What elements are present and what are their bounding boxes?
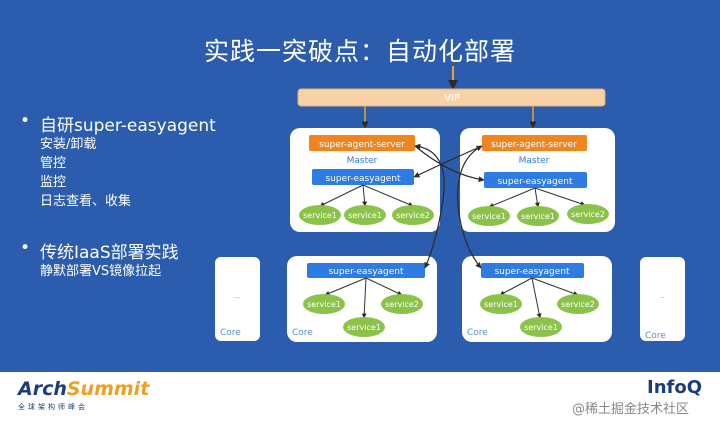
service-node: [344, 205, 386, 225]
archsummit-logo-summit: Summit: [66, 378, 150, 400]
service-connector: [488, 187, 536, 208]
service-label: service1: [347, 323, 381, 332]
service-node: [343, 317, 385, 337]
service-label: service1: [524, 323, 558, 332]
juejin-watermark: @稀土掘金技术社区: [572, 402, 690, 417]
core-label: Core: [467, 328, 488, 338]
service-label: service1: [521, 212, 555, 221]
service-connector: [324, 277, 367, 296]
sub-item: 日志查看、收集: [40, 194, 132, 209]
archsummit-logo: ArchSummit: [18, 378, 149, 400]
core-node-empty-left: [215, 257, 260, 341]
service-node: [381, 294, 423, 314]
service-label: service1: [472, 212, 506, 221]
service-connector: [531, 277, 579, 296]
service-node: [480, 294, 522, 314]
infoq-logo: InfoQ: [647, 377, 703, 398]
service-connector: [362, 184, 414, 207]
agent-server-label: super-agent-server: [491, 140, 577, 150]
slide-footer: [0, 372, 720, 423]
service-label: service1: [303, 211, 337, 220]
archsummit-logo-arch: Arch: [18, 378, 67, 400]
service-label: service2: [385, 300, 419, 309]
easyagent-label: super-easyagent: [325, 174, 401, 184]
easyagent-box: [481, 263, 584, 278]
service-connector: [531, 277, 542, 319]
sub-item: 监控: [40, 175, 67, 190]
bullet-self-developed: • 自研super-easyagent: [20, 111, 216, 136]
service-node: [557, 294, 599, 314]
control-arrow: [413, 145, 483, 178]
easyagent-box: [312, 169, 414, 185]
service-label: service1: [307, 300, 341, 309]
sub-item: 管控: [40, 156, 67, 171]
easyagent-box: [484, 172, 587, 188]
vip-bar: [297, 88, 606, 107]
vip-label: VIP: [444, 93, 460, 104]
service-connector: [534, 187, 540, 208]
service-connector: [361, 277, 367, 319]
master-label: Master: [519, 156, 550, 166]
core-label: Core: [645, 331, 666, 341]
core-label: Core: [292, 328, 313, 338]
bullet-traditional-iaas: • 传统IaaS部署实践: [20, 238, 179, 263]
core-empty-dash: —: [659, 294, 665, 301]
slide-title: 实践一突破点：自动化部署: [203, 37, 516, 66]
service-connector: [534, 187, 586, 206]
easyagent-label: super-easyagent: [497, 177, 573, 187]
service-label: service2: [571, 210, 605, 219]
control-arrow: [414, 145, 485, 183]
bullet-dot: •: [20, 111, 31, 131]
core-node-empty-right: [640, 257, 685, 341]
service-label: service1: [348, 211, 382, 220]
sub-item: 安装/卸载: [40, 137, 97, 152]
control-arrow: [414, 143, 445, 269]
bullet-heading: 自研super-easyagent: [40, 116, 216, 136]
service-node: [517, 206, 559, 226]
service-connector: [362, 184, 368, 207]
bullet-heading: 传统IaaS部署实践: [40, 243, 179, 263]
service-connector: [365, 277, 403, 296]
service-connector: [319, 184, 364, 207]
service-label: service2: [396, 211, 430, 220]
agent-server-box: [309, 135, 415, 151]
core-empty-dash: —: [234, 294, 240, 301]
service-label: service2: [561, 300, 595, 309]
bullet-dot: •: [20, 238, 31, 258]
architecture-diagram: VIP super-agent-server Master super-easy…: [215, 66, 685, 342]
easyagent-box: [307, 263, 425, 278]
easyagent-label: super-easyagent: [494, 267, 570, 277]
service-node: [520, 317, 562, 337]
service-node: [303, 294, 345, 314]
control-arrow: [457, 145, 483, 269]
master-label: Master: [347, 156, 378, 166]
archsummit-subtitle: 全球架构师峰会: [18, 403, 88, 411]
core-label: Core: [220, 328, 241, 338]
service-node: [299, 205, 341, 225]
agent-server-box: [482, 135, 587, 151]
service-node: [567, 204, 609, 224]
service-label: service1: [484, 300, 518, 309]
service-connector: [499, 277, 533, 296]
agent-server-label: super-agent-server: [319, 140, 405, 150]
easyagent-label: super-easyagent: [328, 267, 404, 277]
sub-item: 静默部署VS镜像拉起: [40, 264, 162, 279]
